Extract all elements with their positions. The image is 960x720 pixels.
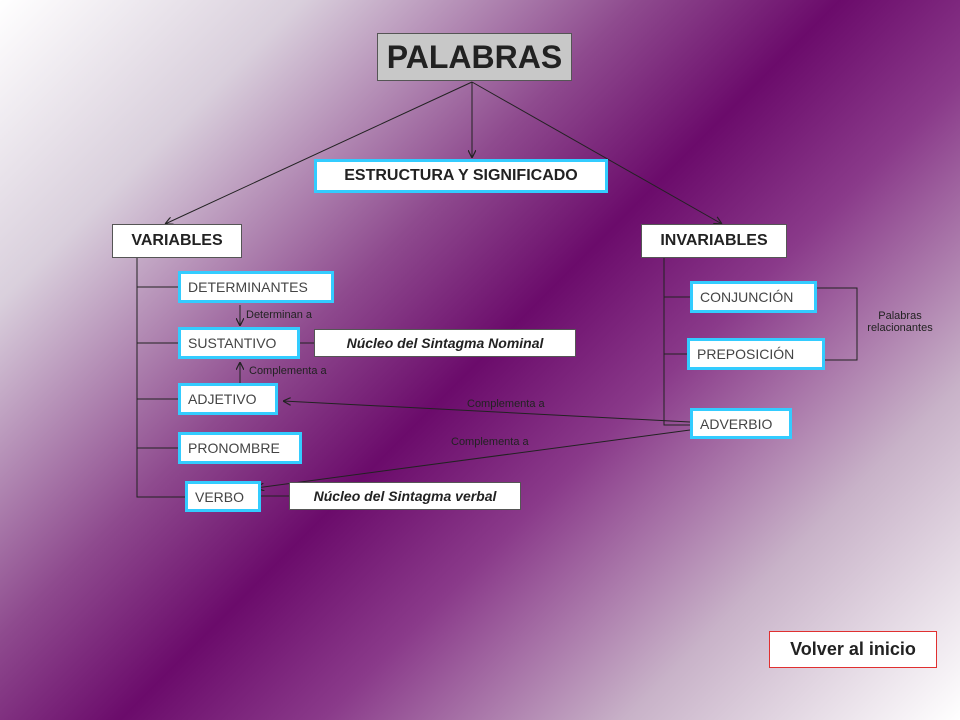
estructura-node: ESTRUCTURA Y SIGNIFICADO <box>314 159 608 193</box>
adverbio-node: ADVERBIO <box>690 408 792 439</box>
preposicion-node: PREPOSICIÓN <box>687 338 825 370</box>
label-complementa-verbo: Complementa a <box>451 436 529 448</box>
label-palabras-relacionantes: Palabras relacionantes <box>858 310 942 334</box>
nucleo-nominal-node: Núcleo del Sintagma Nominal <box>314 329 576 357</box>
verbo-node: VERBO <box>185 481 261 512</box>
pronombre-node: PRONOMBRE <box>178 432 302 464</box>
edge-adverbio-verbo <box>256 429 691 488</box>
edge-palabras-invariables <box>471 81 722 224</box>
label-determinan: Determinan a <box>246 309 313 321</box>
conjuncion-node: CONJUNCIÓN <box>690 281 817 313</box>
label-complementa-adjetivo: Complementa a <box>467 398 545 410</box>
adjetivo-node: ADJETIVO <box>178 383 278 415</box>
nucleo-verbal-node: Núcleo del Sintagma verbal <box>289 482 521 510</box>
label-complementa-sustantivo: Complementa a <box>249 365 327 377</box>
volver-inicio-button[interactable]: Volver al inicio <box>769 631 937 668</box>
invariables-bracket <box>663 258 690 426</box>
label-relacionantes-line1: Palabras <box>878 310 922 322</box>
determinantes-node: DETERMINANTES <box>178 271 334 303</box>
edge-palabras-variables <box>165 81 473 224</box>
relacionantes-bracket <box>817 287 858 361</box>
palabras-title: PALABRAS <box>377 33 572 81</box>
invariables-node: INVARIABLES <box>641 224 787 258</box>
label-relacionantes-line2: relacionantes <box>867 322 933 334</box>
variables-node: VARIABLES <box>112 224 242 258</box>
edge-adverbio-adjetivo <box>283 401 691 423</box>
variables-bracket <box>136 258 185 498</box>
sustantivo-node: SUSTANTIVO <box>178 327 300 359</box>
